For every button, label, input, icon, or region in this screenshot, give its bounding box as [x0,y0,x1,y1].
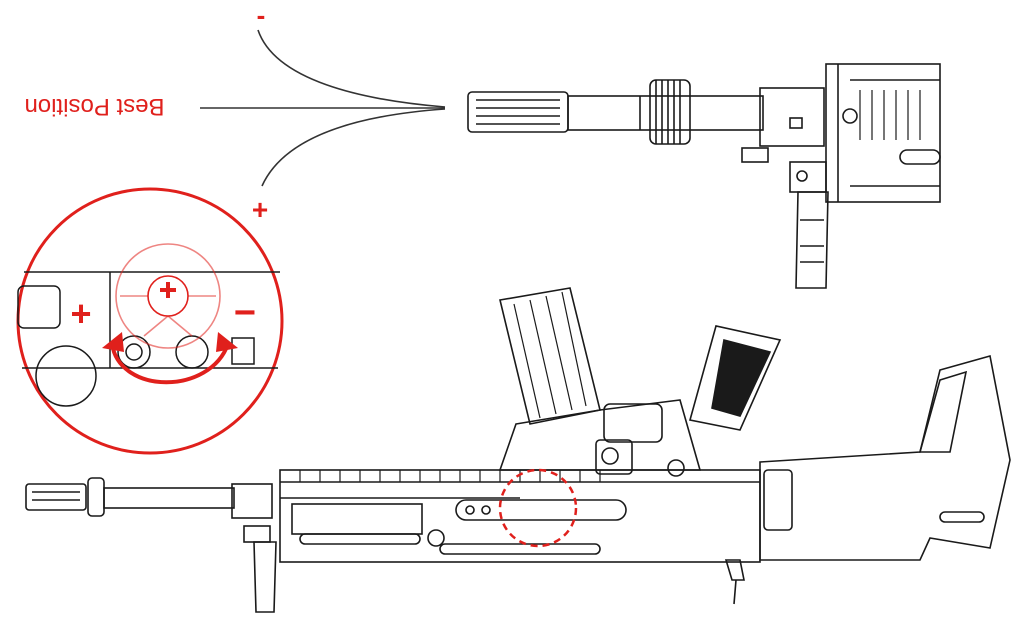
adjustment-highlight [498,468,578,548]
barrel-closeup [467,63,941,289]
minus-sign-top: - [256,0,266,30]
rotation-arrow-head-left [102,332,124,352]
pistol-grip [688,325,782,431]
stock [759,354,1011,561]
rifle-bipod [253,541,277,613]
bipod-leg [795,191,829,289]
rifle-flash-hider [25,483,87,511]
adjustment-curves [200,29,446,187]
large-gear [35,345,97,407]
detail-mechanism [17,271,280,407]
best-position-label: Best Position [24,93,165,120]
minus-curve [257,29,446,108]
adjust-wheel [115,243,221,349]
plus-curve [261,108,446,187]
bipod-head [789,161,827,193]
barrel-collar [649,79,691,145]
rifle [25,287,1011,613]
gas-block [759,87,825,147]
flash-hider [467,91,569,133]
detail-magnifier [16,187,284,455]
detail-minus-sign: − [233,292,257,334]
rotation-arrow [110,343,230,385]
plus-sign-bottom: + [251,194,269,225]
receiver [279,469,761,563]
detail-plus-sign: + [70,293,92,334]
rifle-barrel [103,487,235,509]
barrel [567,95,764,131]
handguard-rail [825,63,941,203]
rotation-arrow-head-right [216,332,238,352]
